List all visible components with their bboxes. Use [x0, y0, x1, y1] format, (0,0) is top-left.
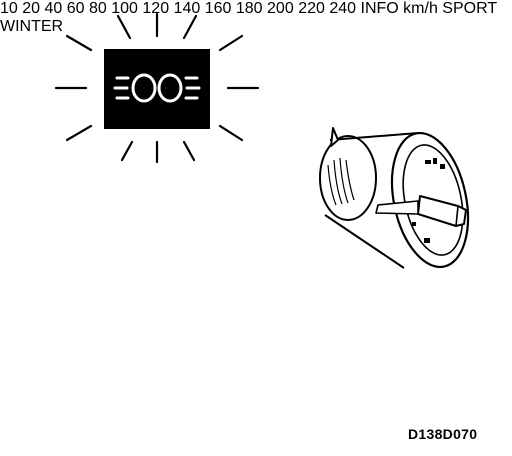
winter-label: WINTER — [0, 18, 64, 35]
scale-label-220: 220 — [298, 0, 325, 17]
scale-label-20: 20 — [22, 0, 41, 17]
scale-label-240: 240 — [329, 0, 357, 17]
figure-code: D138D070 — [408, 426, 478, 442]
headlight-warning-icon — [54, 12, 260, 164]
light-switch-knob-icon — [375, 195, 467, 227]
needle-hub: INFO km/h SPORT WINTER — [0, 0, 497, 35]
scale-label-160: 160 — [204, 0, 232, 17]
turn-left-arrow-icon: 20 40 60 80 100 120 140 160 180 200 220 … — [0, 0, 497, 35]
scale-label-100: 100 — [111, 0, 138, 17]
scale-label-60: 60 — [66, 0, 85, 17]
speedometer-face: 20 40 60 80 100 120 140 160 180 200 220 … — [0, 0, 497, 35]
speedometer: 20 40 60 80 100 120 140 160 180 200 220 … — [0, 0, 497, 35]
scale-label-140: 140 — [173, 0, 201, 17]
turn-right-arrow-icon: 20 40 60 80 100 120 140 160 180 200 220 … — [0, 0, 497, 35]
warning-triangle-icon: INFO km/h SPORT WINTER — [0, 0, 497, 35]
unit-label: km/h — [403, 0, 438, 17]
scale-label-40: 40 — [44, 0, 63, 17]
info-label: INFO — [360, 0, 399, 17]
callout-10: 10 — [0, 0, 18, 17]
speedometer-needle: INFO km/h SPORT WINTER — [0, 0, 497, 35]
sport-label: SPORT — [442, 0, 497, 17]
scale-label-200: 200 — [267, 0, 294, 17]
scale-label-120: 120 — [142, 0, 170, 17]
scale-label-180: 180 — [235, 0, 263, 17]
scale-label-80: 80 — [89, 0, 107, 17]
light-switch-drawing — [319, 127, 470, 269]
